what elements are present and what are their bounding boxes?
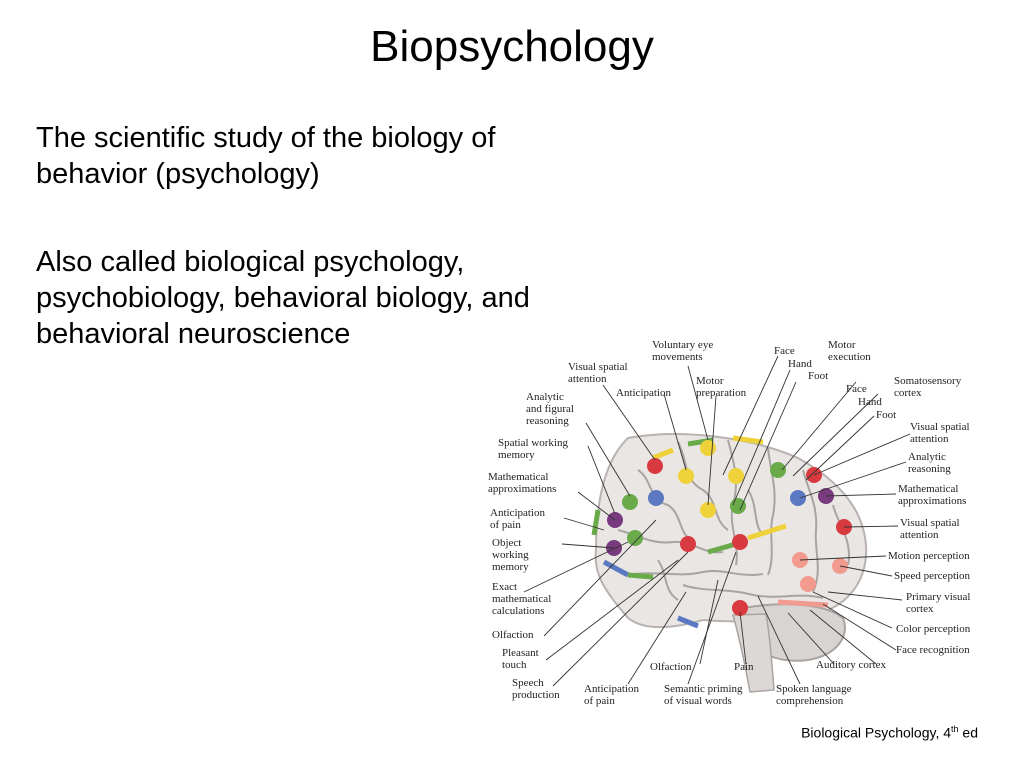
- region-dot: [700, 502, 716, 518]
- label-math-approx-right: Mathematical: [898, 483, 958, 495]
- label-foot-right: Foot: [876, 409, 896, 421]
- label-pain: Pain: [734, 661, 754, 673]
- region-dot: [648, 490, 664, 506]
- label-anticipation: Anticipation: [616, 387, 671, 399]
- label-motor-execution: execution: [828, 351, 871, 363]
- label-auditory-cortex: Auditory cortex: [816, 659, 886, 671]
- label-spoken-language: comprehension: [776, 695, 844, 707]
- label-voluntary-eye: movements: [652, 351, 703, 363]
- label-pleasant-touch: touch: [502, 659, 527, 671]
- diagram-labels: Voluntary eye movements Face Hand Foot M…: [488, 339, 971, 707]
- label-math-approx-left: approximations: [488, 483, 556, 495]
- label-primary-visual: Primary visual: [906, 591, 970, 603]
- label-speed-perception: Speed perception: [894, 570, 971, 582]
- label-hand-top: Hand: [788, 358, 812, 370]
- label-anticipation-pain-bottom: Anticipation: [584, 683, 639, 695]
- label-voluntary-eye: Voluntary eye: [652, 339, 713, 351]
- label-anticipation-pain-left: of pain: [490, 519, 521, 531]
- region-dot: [678, 468, 694, 484]
- caption-superscript: th: [951, 724, 959, 734]
- label-color-perception: Color perception: [896, 623, 971, 635]
- label-semantic-priming: Semantic priming: [664, 683, 743, 695]
- region-dot: [680, 536, 696, 552]
- figure-caption: Biological Psychology, 4th ed: [801, 724, 978, 741]
- label-anticipation-pain-bottom: of pain: [584, 695, 615, 707]
- label-face-recognition: Face recognition: [896, 644, 970, 656]
- label-anticipation-pain-left: Anticipation: [490, 507, 545, 519]
- caption-suffix: ed: [958, 724, 978, 741]
- label-analytic-figural: reasoning: [526, 415, 569, 427]
- label-somatosensory: Somatosensory: [894, 375, 962, 387]
- label-face-top: Face: [774, 345, 795, 357]
- label-pleasant-touch: Pleasant: [502, 647, 539, 659]
- label-exact-math: Exact: [492, 581, 517, 593]
- region-dot: [790, 490, 806, 506]
- label-semantic-priming: of visual words: [664, 695, 732, 707]
- region-dot: [622, 494, 638, 510]
- label-motor-preparation: Motor: [696, 375, 724, 387]
- region-dot: [800, 576, 816, 592]
- leader-lines: [523, 355, 911, 687]
- label-somatosensory: cortex: [894, 387, 922, 399]
- label-object-working: working: [492, 549, 529, 561]
- label-olfaction-bottom: Olfaction: [650, 661, 692, 673]
- label-primary-visual: cortex: [906, 603, 934, 615]
- region-dot: [700, 440, 716, 456]
- label-visual-spatial-right2: Visual spatial: [900, 517, 960, 529]
- label-spatial-working: Spatial working: [498, 437, 568, 449]
- brain-diagram: Voluntary eye movements Face Hand Foot M…: [478, 330, 998, 715]
- slide-title: Biopsychology: [370, 22, 654, 71]
- region-dot: [770, 462, 786, 478]
- caption-text: Biological Psychology, 4: [801, 724, 952, 741]
- alternate-names-paragraph: Also called biological psychology, psych…: [36, 246, 530, 350]
- label-object-working: memory: [492, 561, 529, 573]
- brain-diagram-svg: Voluntary eye movements Face Hand Foot M…: [488, 339, 971, 707]
- label-visual-spatial-right: Visual spatial: [910, 421, 970, 433]
- label-spoken-language: Spoken language: [776, 683, 852, 695]
- label-object-working: Object: [492, 537, 521, 549]
- region-dot: [647, 458, 663, 474]
- region-dot: [627, 530, 643, 546]
- region-dot: [728, 468, 744, 484]
- label-exact-math: calculations: [492, 605, 545, 617]
- label-visual-spatial-right2: attention: [900, 529, 939, 541]
- label-visual-spatial-right: attention: [910, 433, 949, 445]
- label-analytic-right: reasoning: [908, 463, 951, 475]
- label-exact-math: mathematical: [492, 593, 551, 605]
- label-speech-production: Speech: [512, 677, 544, 689]
- label-motor-execution: Motor: [828, 339, 856, 351]
- region-dots: [606, 440, 852, 616]
- definition-paragraph: The scientific study of the biology of b…: [36, 122, 496, 190]
- label-spatial-working: memory: [498, 449, 535, 461]
- label-math-approx-right: approximations: [898, 495, 966, 507]
- label-analytic-figural: and figural: [526, 403, 574, 415]
- label-hand-right: Hand: [858, 396, 882, 408]
- label-motion-perception: Motion perception: [888, 550, 970, 562]
- region-dot: [732, 534, 748, 550]
- label-motor-preparation: preparation: [696, 387, 747, 399]
- label-analytic-figural: Analytic: [526, 391, 564, 403]
- region-dot: [730, 498, 746, 514]
- label-olfaction-left: Olfaction: [492, 629, 534, 641]
- label-face-right: Face: [846, 383, 867, 395]
- label-foot-top: Foot: [808, 370, 828, 382]
- label-speech-production: production: [512, 689, 560, 701]
- brainstem: [732, 613, 775, 693]
- label-analytic-right: Analytic: [908, 451, 946, 463]
- label-visual-spatial-attention: Visual spatial: [568, 361, 628, 373]
- label-visual-spatial-attention: attention: [568, 373, 607, 385]
- label-math-approx-left: Mathematical: [488, 471, 548, 483]
- region-dot: [732, 600, 748, 616]
